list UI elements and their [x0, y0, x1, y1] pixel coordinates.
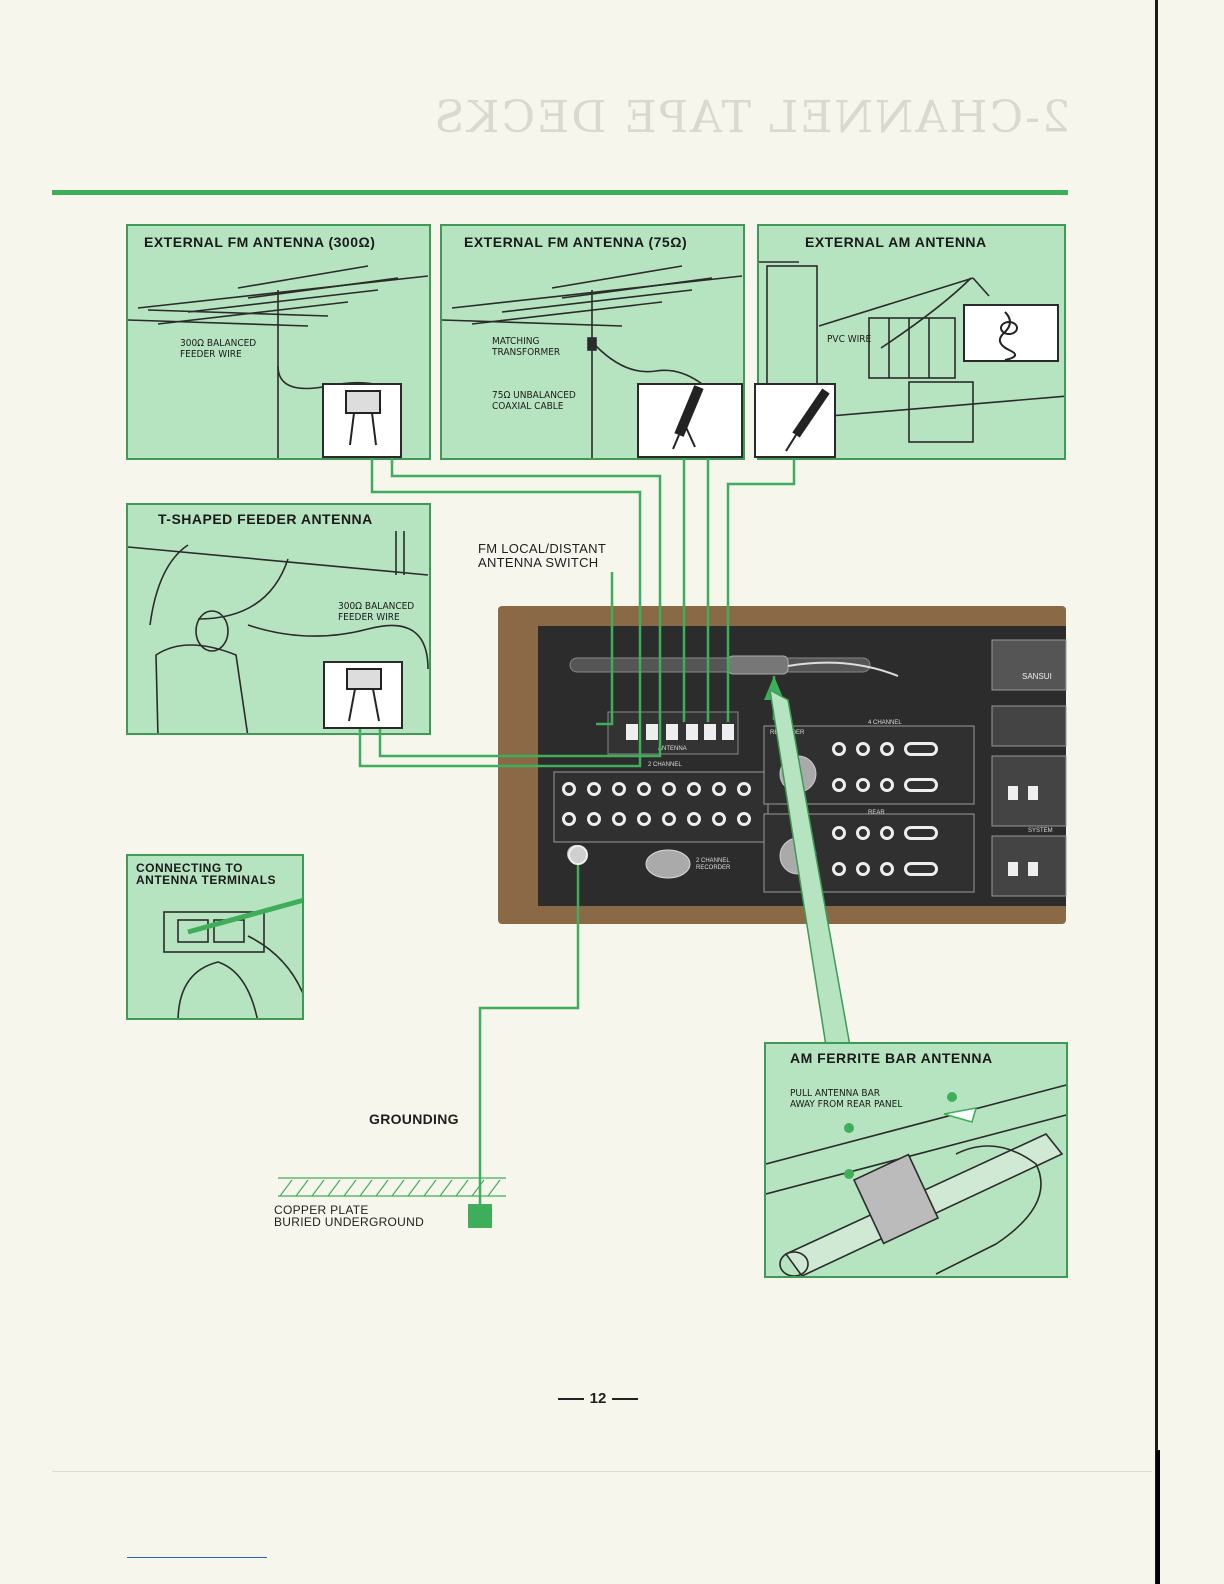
rca-jack — [637, 812, 651, 826]
rca-jack-jumper — [904, 778, 938, 792]
link-underline — [127, 1557, 267, 1558]
pvc-wire-inset — [754, 383, 836, 458]
rca-jack — [880, 742, 894, 756]
antenna-section-label: ANTENNA — [658, 746, 687, 752]
pvc-wire-label: PVC WIRE — [827, 334, 872, 345]
rca-jack — [637, 782, 651, 796]
page-edge-line — [1155, 0, 1158, 1584]
matching-transformer-label: MATCHING TRANSFORMER — [492, 336, 561, 358]
pvc-wire-icon — [785, 388, 830, 452]
antenna-terminal — [666, 724, 678, 740]
rca-jack — [587, 782, 601, 796]
panel-title: AM FERRITE BAR ANTENNA — [790, 1050, 993, 1066]
rca-jack — [880, 778, 894, 792]
bottom-rule — [52, 1471, 1152, 1472]
hand-pulling-ferrite-bar-drawing — [766, 1084, 1066, 1276]
section-2ch-label: 2 CHANNEL — [648, 762, 682, 768]
insulator-inset — [963, 304, 1059, 362]
rca-jack — [737, 812, 751, 826]
panel-title: EXTERNAL AM ANTENNA — [805, 234, 987, 250]
feeder-wire-inset — [322, 383, 402, 458]
pull-instruction-label: PULL ANTENNA BAR AWAY FROM REAR PANEL — [790, 1088, 903, 1110]
rca-jack — [687, 782, 701, 796]
antenna-terminal — [704, 724, 716, 740]
jack-row-rear-bottom — [832, 862, 938, 876]
panel-title: EXTERNAL FM ANTENNA (300Ω) — [144, 234, 376, 250]
rca-jack — [856, 826, 870, 840]
fm-local-distant-switch-label: FM LOCAL/DISTANT ANTENNA SWITCH — [478, 541, 607, 570]
rca-jack-jumper — [904, 862, 938, 876]
am-ferrite-bar-antenna-panel: AM FERRITE BAR ANTENNA PULL ANTENNA BAR … — [764, 1042, 1068, 1278]
rca-jack — [662, 782, 676, 796]
copper-plate-label: COPPER PLATE BURIED UNDERGROUND — [274, 1203, 425, 1229]
rca-jack-jumper — [904, 742, 938, 756]
rca-jack — [612, 782, 626, 796]
rear-label: REAR — [868, 810, 885, 816]
rca-jack — [832, 742, 846, 756]
brand-label: SANSUI — [1022, 672, 1052, 681]
coaxial-cable-label: 75Ω UNBALANCED COAXIAL CABLE — [492, 390, 576, 412]
rca-jack — [687, 812, 701, 826]
rca-jack — [832, 862, 846, 876]
section-4ch-label: 4 CHANNEL — [868, 720, 902, 726]
jack-row-4ch-bottom — [832, 778, 938, 792]
rca-jack — [712, 782, 726, 796]
jack-row-2ch-bottom — [562, 812, 751, 826]
insulator-knot-icon — [998, 311, 1018, 361]
panel-title: EXTERNAL FM ANTENNA (75Ω) — [464, 234, 688, 250]
jack-row-rear-top — [832, 826, 938, 840]
system-label: SYSTEM — [1028, 828, 1053, 834]
jack-row-4ch-top — [832, 742, 938, 756]
ghost-heading: 2-CHANNEL TAPE DECKS — [432, 92, 1070, 143]
receiver-rear-panel: SANSUI 4 CHANNEL 2 CHANNEL RECORDER REAR… — [498, 606, 1067, 924]
feeder-wire-inset — [323, 661, 403, 729]
coax-plug-icon — [672, 385, 704, 450]
feeder-wire-label: 300Ω BALANCED FEEDER WIRE — [180, 338, 257, 360]
rca-jack — [612, 812, 626, 826]
recorder-socket-label: 2 CHANNEL RECORDER — [696, 858, 731, 871]
recorder-label: RECORDER — [770, 730, 805, 736]
rear-panel-detail — [553, 639, 1067, 897]
page-edge-shadow — [1156, 1450, 1160, 1584]
rca-jack — [712, 812, 726, 826]
panel-title: CONNECTING TO ANTENNA TERMINALS — [136, 861, 277, 887]
rca-jack — [737, 782, 751, 796]
rca-jack — [832, 826, 846, 840]
external-fm-antenna-75-panel: EXTERNAL FM ANTENNA (75Ω) MATCHING TRANS… — [440, 224, 745, 460]
feeder-wire-label: 300Ω BALANCED FEEDER WIRE — [338, 601, 415, 623]
yagi-antenna-drawing — [442, 265, 743, 458]
page-number-text: 12 — [589, 1390, 607, 1407]
antenna-terminal — [686, 724, 698, 740]
rca-jack — [562, 812, 576, 826]
external-fm-antenna-300-panel: EXTERNAL FM ANTENNA (300Ω) 300Ω BALANCED… — [126, 224, 431, 460]
rca-jack — [587, 812, 601, 826]
connecting-antenna-terminals-panel: CONNECTING TO ANTENNA TERMINALS — [126, 854, 304, 1020]
rca-jack — [856, 778, 870, 792]
rca-jack — [880, 826, 894, 840]
hand-connecting-drawing — [163, 897, 302, 1018]
antenna-terminal — [722, 724, 734, 740]
rca-jack-jumper — [904, 826, 938, 840]
rca-jack — [856, 862, 870, 876]
flat-lead-icon — [346, 668, 382, 722]
grounding-label: GROUNDING — [369, 1111, 459, 1127]
yagi-antenna-drawing — [128, 265, 429, 458]
green-header-rule — [52, 190, 1068, 195]
page-number: 12 — [548, 1390, 648, 1407]
ground-terminal — [568, 845, 588, 865]
rca-jack — [856, 742, 870, 756]
house-drawing — [759, 261, 1064, 458]
dash-right — [612, 1398, 639, 1401]
antenna-terminal — [626, 724, 638, 740]
rca-jack — [662, 812, 676, 826]
dash-left — [557, 1398, 584, 1401]
rca-jack — [562, 782, 576, 796]
antenna-terminal — [646, 724, 658, 740]
jack-row-2ch-top — [562, 782, 751, 796]
rca-jack — [880, 862, 894, 876]
flat-lead-icon — [345, 390, 381, 446]
panel-title: T-SHAPED FEEDER ANTENNA — [158, 511, 373, 527]
rca-jack — [832, 778, 846, 792]
coaxial-cable-inset — [637, 383, 743, 458]
